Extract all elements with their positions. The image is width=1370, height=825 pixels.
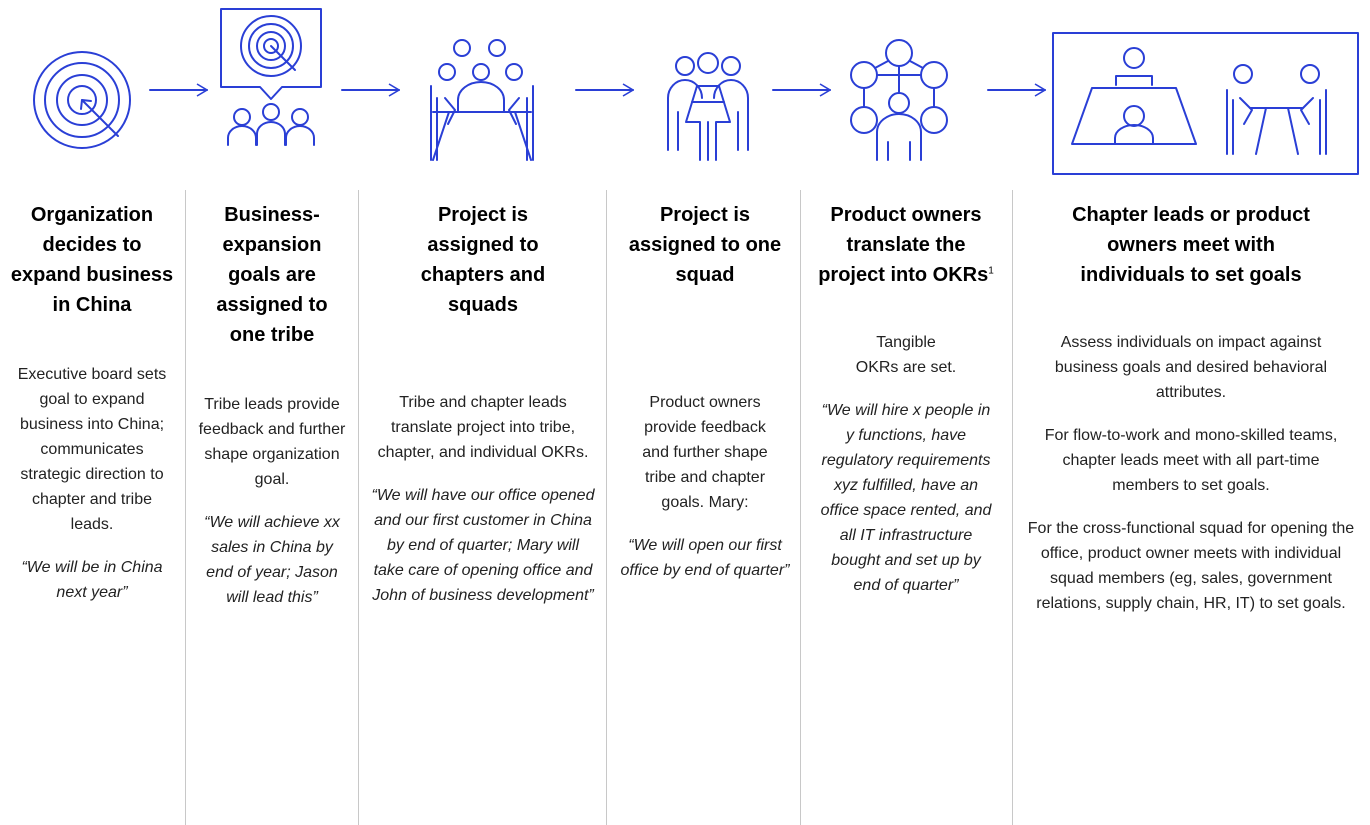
step-1: Organization decides to expand business … [10,200,174,623]
step-2-quote: “We will achieve xx sales in China by en… [204,514,340,606]
column-divider [606,190,607,825]
step-3-quote: “We will have our office opened and our … [371,487,595,604]
step-2-description: Tribe leads provide feedback and further… [198,396,346,488]
step-4: Project is assigned to one squad Product… [614,200,796,601]
target-icon [33,51,131,149]
footnote-marker: 1 [988,265,994,277]
squad-people-icon [667,52,749,161]
column-divider [358,190,359,825]
step-6: Chapter leads or product owners meet wit… [1018,200,1364,634]
diagram-graphics [33,8,1359,175]
column-divider [800,190,801,825]
step-6-paragraph-1: Assess individuals on impact against bus… [1054,334,1328,401]
step-5: Product owners translate the project int… [810,200,1002,616]
one-on-one-meetings-icon [1052,32,1359,175]
step-4-description: Product owners provide feedback and furt… [642,394,768,511]
step-5-title: Product owners translate the project int… [818,204,989,286]
step-3-description: Tribe and chapter leads translate projec… [377,394,589,461]
step-3: Project is assigned to chapters and squa… [370,200,596,626]
network-person-icon [850,39,948,161]
step-5-quote: “We will hire x people in y functions, h… [820,402,992,594]
column-divider [185,190,186,825]
step-2-title: Business-expansion goals are assigned to… [216,204,328,346]
step-1-title: Organization decides to expand business … [10,204,174,316]
step-6-paragraph-3: For the cross-functional squad for openi… [1027,520,1355,612]
step-6-title: Chapter leads or product owners meet wit… [1072,204,1310,286]
step-1-description: Executive board sets goal to expand busi… [17,366,167,533]
step-2: Business-expansion goals are assigned to… [196,200,348,628]
step-4-quote: “We will open our first office by end of… [620,537,790,579]
speech-bubble-target-group-icon [220,8,322,146]
step-3-title: Project is assigned to chapters and squa… [420,204,546,316]
step-6-paragraph-2: For flow-to-work and mono-skilled teams,… [1044,427,1338,494]
step-5-description: Tangible OKRs are set. [855,334,957,376]
column-divider [1012,190,1013,825]
step-4-title: Project is assigned to one squad [628,204,782,286]
step-1-quote: “We will be in China next year” [21,559,163,601]
step-5-heading: Product owners translate the project int… [810,200,1002,290]
meeting-table-group-icon [430,39,534,161]
